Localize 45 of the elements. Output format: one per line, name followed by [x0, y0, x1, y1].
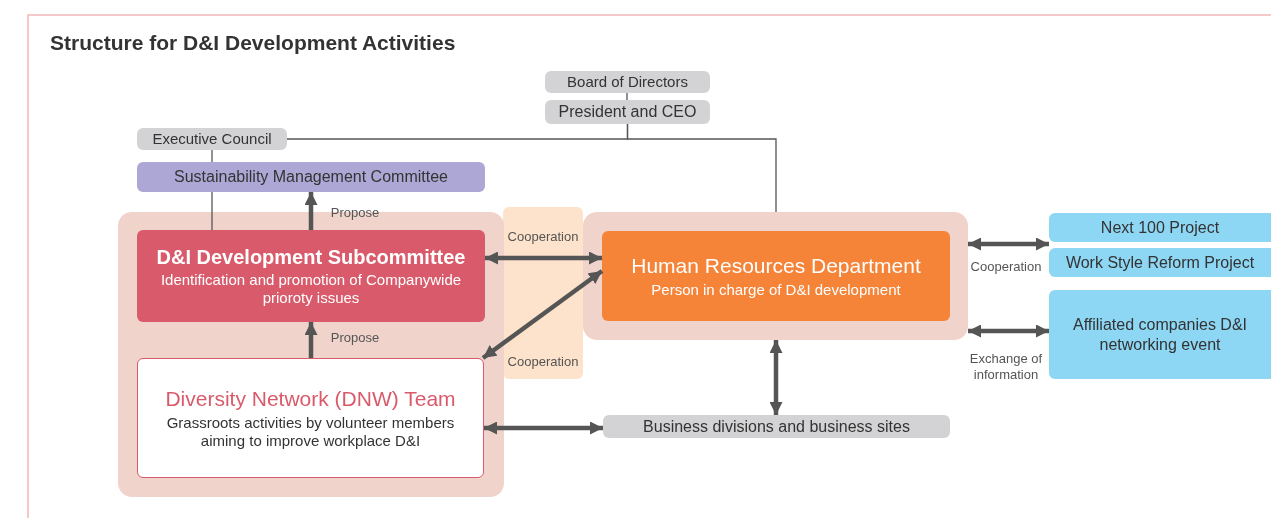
- box-label: Board of Directors: [567, 73, 688, 91]
- arrow: [485, 251, 602, 265]
- arrow: [481, 269, 604, 360]
- org-box: [137, 128, 287, 150]
- box-heading: Diversity Network (DNW) Team: [165, 386, 456, 412]
- box-heading: Human Resources Department: [631, 253, 921, 279]
- committee-box: [137, 162, 485, 192]
- box-label: President and CEO: [558, 102, 697, 122]
- team-box: [137, 358, 484, 478]
- box-label: Business divisions and business sites: [643, 416, 910, 437]
- arrow: [968, 324, 1049, 338]
- diagram-title: Structure for D&I Development Activities: [50, 31, 456, 55]
- box-label: Sustainability Management Committee: [174, 167, 448, 187]
- edge-label: Propose: [329, 330, 381, 347]
- connector-line: [626, 92, 628, 101]
- connector-line: [211, 191, 213, 231]
- box-label: Next 100 Project: [1100, 217, 1220, 238]
- connector-line: [211, 149, 213, 163]
- box-description: Person in charge of D&I development: [651, 280, 901, 299]
- org-box: [603, 415, 950, 438]
- edge-label: Cooperation: [969, 259, 1043, 276]
- box-description: Grassroots activities by volunteer members aiming to improve workplace D&I: [165, 413, 456, 450]
- edge-label: Cooperation: [506, 354, 580, 371]
- connector-line: [626, 123, 777, 213]
- box-label: Affiliated companies D&I networking event: [1072, 315, 1248, 354]
- edge-label: Propose: [329, 205, 381, 222]
- arrow: [484, 421, 603, 435]
- box-heading: D&I Development Subcommittee: [156, 245, 466, 269]
- subcommittee-box: [137, 230, 485, 322]
- org-box: [545, 71, 710, 93]
- department-box: [602, 231, 950, 321]
- edge-label: Exchange of information: [968, 351, 1044, 384]
- project-box: [1049, 213, 1271, 242]
- group-panel: [583, 212, 968, 340]
- arrow: [769, 340, 783, 415]
- box-description: Identification and promotion of Companywide prioroty issues: [159, 271, 463, 307]
- project-box: [1049, 248, 1271, 277]
- affiliates-box: [1049, 290, 1271, 379]
- box-label: Work Style Reform Project: [1065, 252, 1255, 273]
- edge-label: Cooperation: [506, 229, 580, 246]
- arrow: [968, 237, 1049, 251]
- arrow: [304, 192, 318, 230]
- org-box: [545, 100, 710, 124]
- box-label: Executive Council: [152, 130, 272, 148]
- arrow: [304, 322, 318, 358]
